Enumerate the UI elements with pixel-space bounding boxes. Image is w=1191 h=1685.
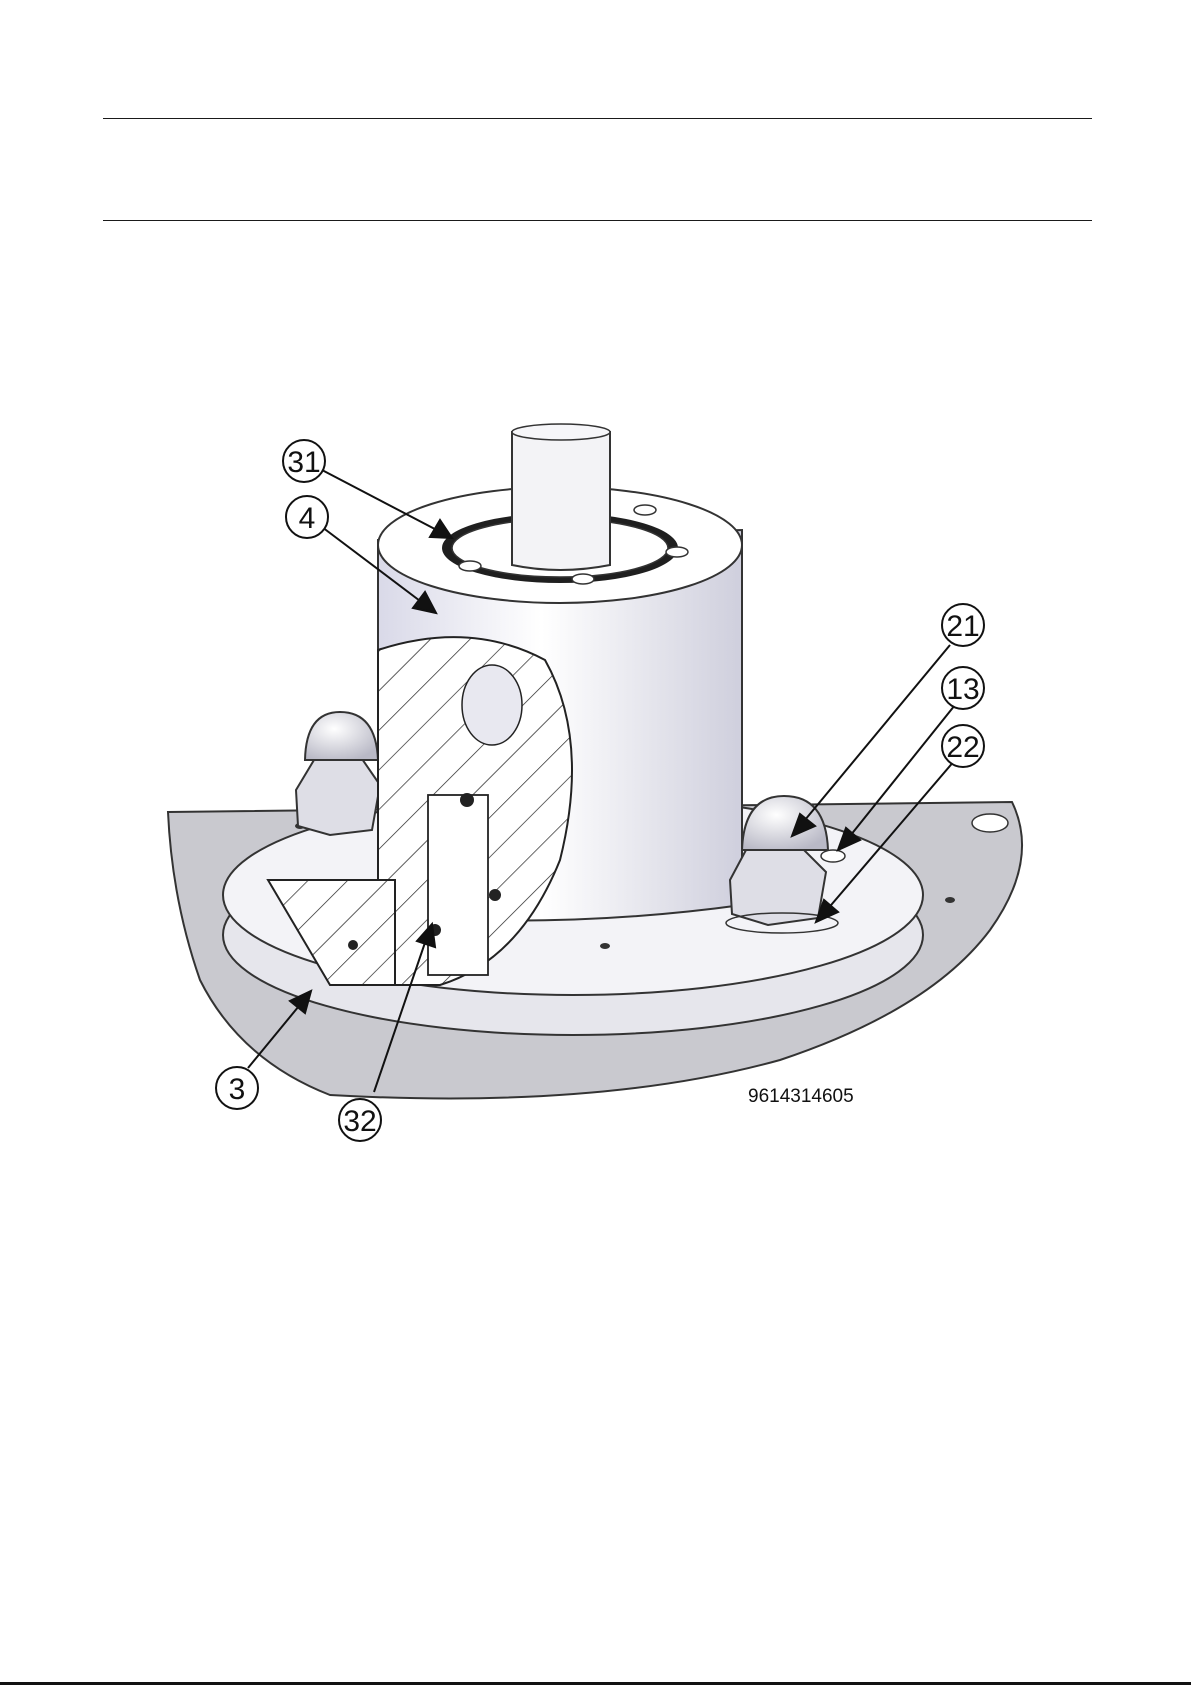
document-number: 9614314605 bbox=[748, 1086, 854, 1107]
callout-22-label: 22 bbox=[946, 731, 979, 764]
callout-21: 21 bbox=[942, 604, 984, 646]
callout-4: 4 bbox=[286, 496, 328, 538]
callout-13-label: 13 bbox=[946, 673, 979, 706]
callout-22: 22 bbox=[942, 725, 984, 767]
callout-31-label: 31 bbox=[287, 446, 320, 479]
callout-13: 13 bbox=[942, 667, 984, 709]
acorn-nut-left bbox=[296, 712, 380, 835]
base-plate-hole bbox=[972, 814, 1008, 832]
callout-32-label: 32 bbox=[343, 1105, 376, 1138]
callout-31: 31 bbox=[283, 440, 325, 482]
callout-4-label: 4 bbox=[299, 502, 316, 535]
callout-21-label: 21 bbox=[946, 610, 979, 643]
callout-3: 3 bbox=[216, 1067, 258, 1109]
callout-32: 32 bbox=[339, 1099, 381, 1141]
callout-3-label: 3 bbox=[229, 1073, 246, 1106]
